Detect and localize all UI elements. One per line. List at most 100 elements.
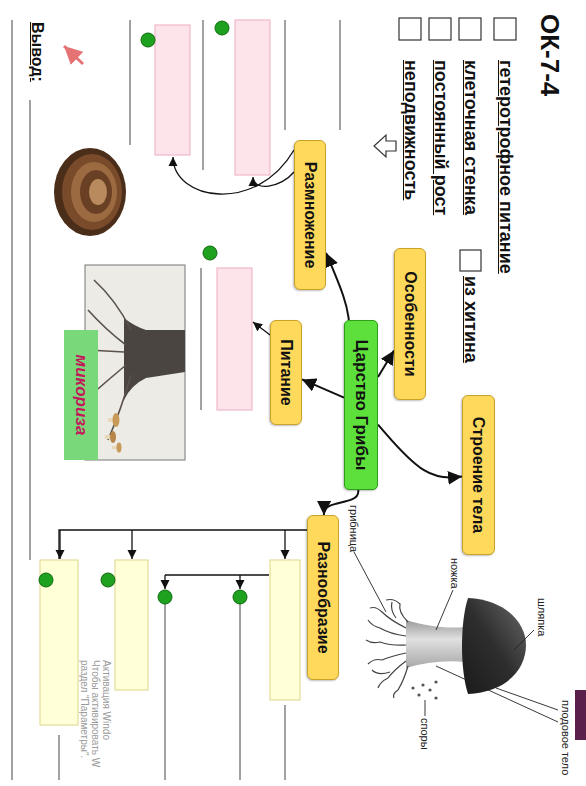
node-text: Строение тела [470, 417, 488, 533]
checkbox [459, 18, 481, 40]
small-mushrooms [105, 413, 122, 453]
answer-arrow [131, 530, 132, 559]
node-text: Особенности [401, 271, 419, 376]
node-text: микориза [72, 355, 91, 436]
answer-arrow [59, 530, 60, 559]
spores [411, 680, 437, 699]
answer-box [270, 560, 300, 700]
answer-boxes [40, 20, 300, 725]
answer-arrow [173, 150, 294, 194]
topic-box: Особенности [394, 248, 426, 400]
mushroom-cap [113, 413, 120, 427]
writing-line [285, 705, 286, 780]
fungus-ring [89, 179, 107, 205]
writing-line [201, 268, 202, 410]
photo-frame [85, 265, 185, 460]
answer-arrow [253, 322, 270, 335]
watermark: Активация Windo [101, 660, 112, 740]
hypha [366, 640, 406, 645]
sheet-title: ОК-7-4 [535, 14, 564, 96]
answer-arrow [239, 575, 240, 589]
answer-box [155, 25, 190, 155]
answer-arrow [164, 575, 165, 589]
tree-trunk [124, 318, 185, 400]
topic-box: Разнообразие [307, 515, 339, 680]
connector-arrow [378, 350, 394, 376]
leader-line [496, 688, 558, 710]
hypha [392, 602, 397, 618]
writing-line [59, 735, 60, 780]
writing-line [203, 20, 204, 170]
leader-line [436, 590, 453, 630]
writing-line [130, 20, 131, 145]
node-text: Разнообразие [314, 541, 332, 653]
leader-line [354, 552, 386, 612]
node-text: Питание [277, 339, 295, 405]
spore [434, 696, 437, 699]
hypha [372, 670, 390, 674]
writing-line [340, 20, 341, 130]
checklist-item: неподвижность [400, 60, 420, 200]
mycelium [366, 600, 408, 699]
answer-box [115, 560, 148, 690]
leader-lines [354, 552, 558, 722]
connector-arrow [326, 253, 349, 320]
node-text: Размножение [301, 162, 319, 269]
bracket-fungus [54, 148, 126, 236]
central-box: Царство Грибы [344, 320, 378, 490]
watermark: раздел "Параметры". [79, 660, 90, 758]
writing-lines [12, 20, 340, 780]
topic-box: Питание [270, 320, 302, 425]
spore [421, 683, 424, 686]
part-name: споры [419, 718, 431, 750]
checkbox [429, 18, 451, 40]
topic-box: Размножение [294, 140, 326, 290]
hollow-arrow [374, 135, 396, 157]
node-text: Царство Грибы [352, 340, 371, 471]
mushroom-stem [406, 620, 465, 668]
green-dot [39, 573, 53, 587]
term-box: микориза [64, 330, 98, 460]
conclusion-heading: Вывод: [28, 22, 46, 82]
part-name: ножка [449, 558, 461, 589]
checklist-item: гетеротрофное питание [495, 60, 515, 274]
mushroom-cap [462, 598, 526, 694]
checkbox [494, 18, 516, 40]
checkbox [399, 18, 421, 40]
checklist-item: из хитина [460, 276, 480, 363]
green-dot [101, 573, 115, 587]
hypha [370, 608, 406, 629]
part-name: плодовое тело [560, 700, 572, 775]
writing-line [30, 100, 31, 560]
mushroom-illustration [354, 552, 558, 722]
hypha [368, 653, 406, 664]
fungus-ring [62, 154, 122, 230]
writing-line [285, 20, 286, 130]
part-name: шляпка [536, 598, 548, 636]
mushroom-cap [117, 443, 122, 453]
answer-box [217, 268, 252, 410]
topic-box: Строение тела [462, 395, 495, 555]
mycorrhiza-photo [85, 265, 185, 460]
answer-box [40, 560, 78, 725]
green-dot [215, 21, 229, 35]
fungus-ring [71, 162, 117, 222]
checklist-item: постоянный рост [430, 60, 450, 215]
connector-arrow [378, 425, 462, 478]
writing-line [240, 600, 241, 780]
answer-box [235, 20, 270, 175]
green-dot [203, 246, 217, 260]
writing-line [12, 20, 13, 780]
hypha [394, 666, 409, 698]
mushroom-cap [110, 431, 116, 443]
spore [434, 680, 437, 683]
spore [428, 688, 431, 691]
hypha [368, 620, 406, 636]
branch-line [165, 574, 269, 575]
connector-arrow [302, 379, 344, 397]
answer-arrows [59, 150, 307, 589]
writing-line [165, 600, 166, 780]
checklist-item: клеточная стенка [460, 60, 480, 215]
branch-line [59, 530, 307, 559]
green-dot [233, 590, 247, 604]
